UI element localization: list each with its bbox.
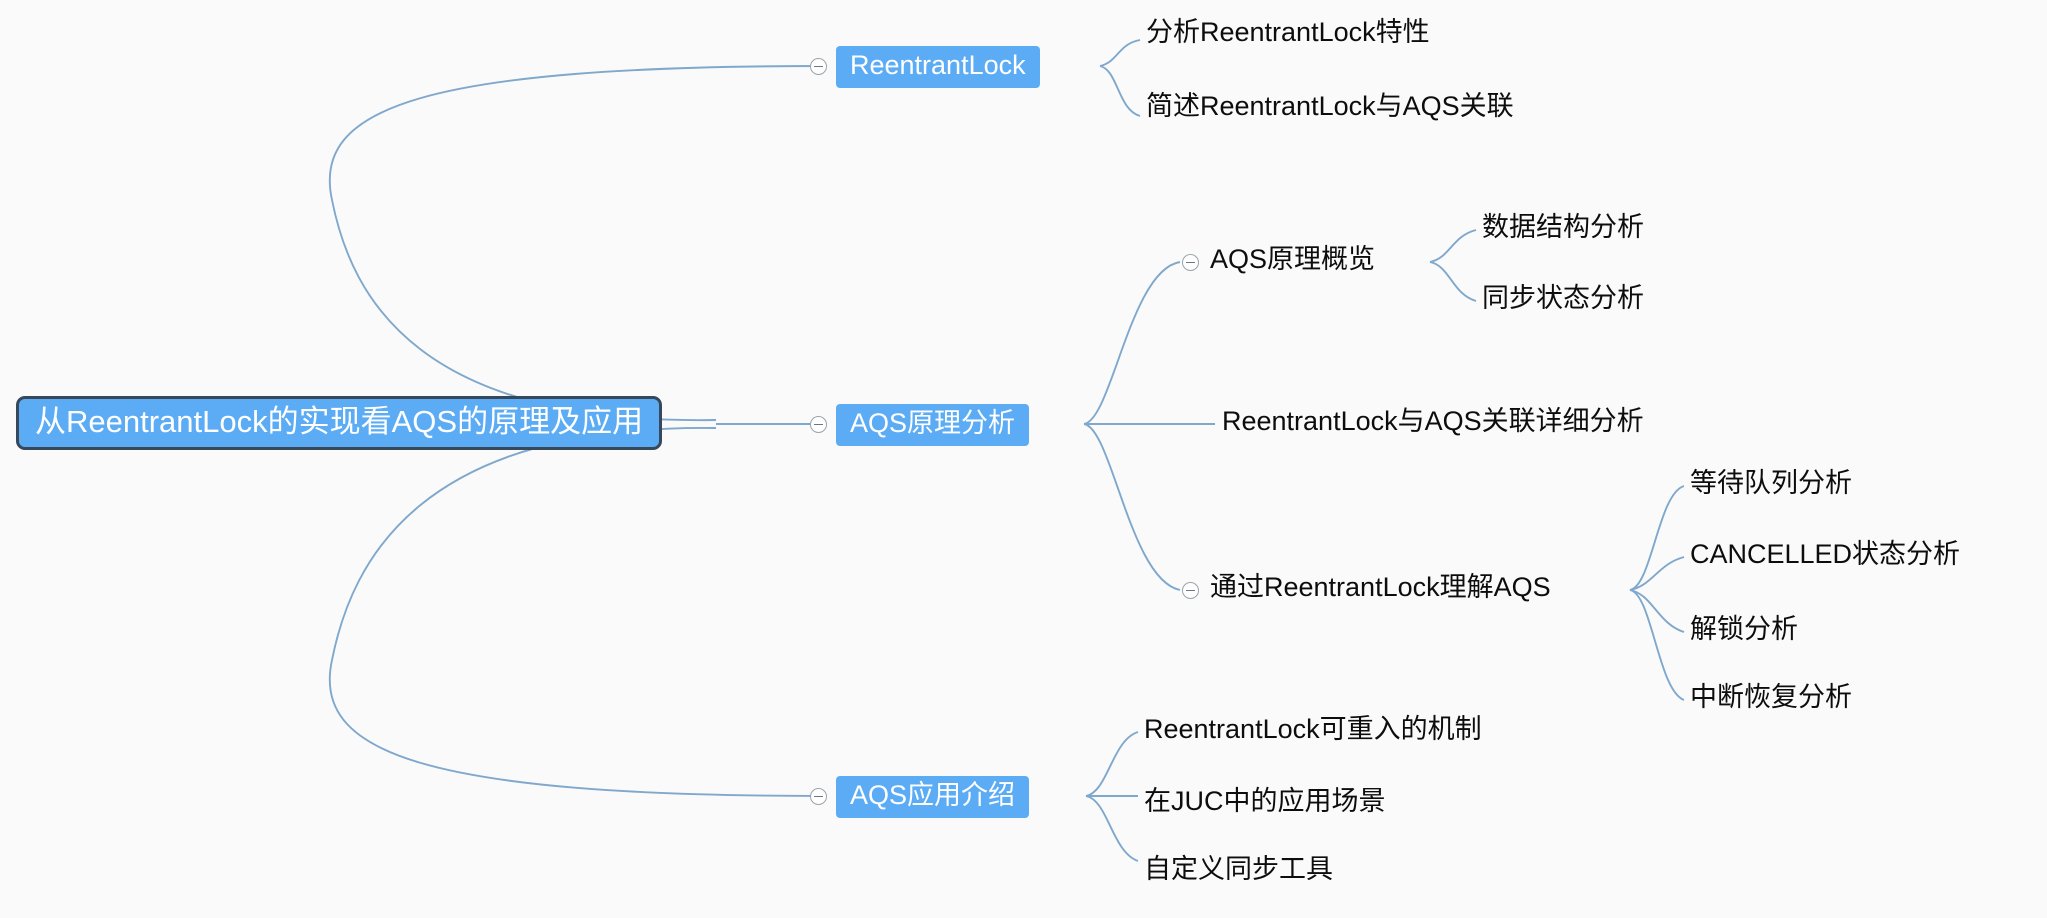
- leaf-custom-sync-tool[interactable]: 自定义同步工具: [1144, 856, 1333, 883]
- leaf-label: 数据结构分析: [1482, 212, 1644, 242]
- branch-node-aqs-principle-analysis[interactable]: AQS原理分析: [836, 404, 1030, 446]
- leaf-label: 等待队列分析: [1690, 468, 1852, 498]
- root-node-label: 从ReentrantLock的实现看AQS的原理及应用: [35, 404, 644, 439]
- edge-understand-to-c3: [1629, 589, 1685, 633]
- leaf-label: CANCELLED状态分析: [1690, 539, 1961, 569]
- leaf-interrupt-recovery-analysis[interactable]: 中断恢复分析: [1690, 684, 1852, 711]
- toggle-understand-aqs-via-reentrantlock[interactable]: [1182, 582, 1199, 599]
- toggle-reentrantlock[interactable]: [810, 58, 827, 75]
- leaf-cancelled-state-analysis[interactable]: CANCELLED状态分析: [1690, 541, 1960, 568]
- edge-overview-to-c2: [1429, 261, 1477, 302]
- leaf-juc-use-cases[interactable]: 在JUC中的应用场景: [1144, 788, 1386, 815]
- edge-overview-to-c1: [1429, 229, 1477, 263]
- edge-root-to-reentrantlock: [328, 65, 827, 421]
- leaf-label: 自定义同步工具: [1144, 854, 1333, 884]
- edge-aqsprinciple-to-overview: [1083, 261, 1181, 425]
- leaf-label: 简述ReentrantLock与AQS关联: [1146, 91, 1514, 121]
- edge-aqsapply-to-c3: [1085, 795, 1139, 862]
- toggle-aqs-application-intro[interactable]: [810, 788, 827, 805]
- branch-node-aqs-application-intro[interactable]: AQS应用介绍: [836, 776, 1030, 818]
- branch-node-reentrantlock[interactable]: ReentrantLock: [836, 46, 1040, 88]
- edge-reentrantlock-to-c1: [1099, 39, 1141, 67]
- leaf-analyze-reentrantlock-features[interactable]: 分析ReentrantLock特性: [1146, 19, 1430, 46]
- leaf-label: 在JUC中的应用场景: [1144, 786, 1386, 816]
- node-understand-aqs-via-reentrantlock[interactable]: 通过ReentrantLock理解AQS: [1210, 574, 1551, 601]
- edge-aqsapply-to-c1: [1085, 731, 1139, 797]
- branch-node-reentrantlock-label: ReentrantLock: [850, 50, 1026, 80]
- toggle-aqs-overview[interactable]: [1182, 254, 1199, 271]
- leaf-sync-state-analysis[interactable]: 同步状态分析: [1482, 285, 1644, 312]
- leaf-describe-reentrantlock-aqs-relation[interactable]: 简述ReentrantLock与AQS关联: [1146, 93, 1514, 120]
- branch-node-aqs-application-intro-label: AQS应用介绍: [850, 780, 1016, 810]
- node-aqs-overview[interactable]: AQS原理概览: [1210, 246, 1375, 273]
- leaf-label: ReentrantLock可重入的机制: [1144, 714, 1482, 744]
- edge-aqsprinciple-to-understand: [1083, 423, 1181, 591]
- leaf-label: 解锁分析: [1690, 614, 1798, 644]
- leaf-data-structure-analysis[interactable]: 数据结构分析: [1482, 214, 1644, 241]
- edge-understand-to-c1: [1629, 485, 1685, 591]
- edge-understand-to-c2: [1629, 556, 1685, 591]
- leaf-label: 同步状态分析: [1482, 283, 1644, 313]
- edge-understand-to-c4: [1629, 589, 1685, 701]
- leaf-unlock-analysis[interactable]: 解锁分析: [1690, 616, 1798, 643]
- edge-reentrantlock-to-c2: [1099, 65, 1141, 117]
- leaf-wait-queue-analysis[interactable]: 等待队列分析: [1690, 470, 1852, 497]
- node-understand-aqs-via-reentrantlock-label: 通过ReentrantLock理解AQS: [1210, 572, 1551, 602]
- branch-node-aqs-principle-analysis-label: AQS原理分析: [850, 408, 1016, 438]
- leaf-label: ReentrantLock与AQS关联详细分析: [1222, 406, 1644, 436]
- root-node[interactable]: 从ReentrantLock的实现看AQS的原理及应用: [16, 396, 663, 450]
- leaf-label: 中断恢复分析: [1690, 682, 1852, 712]
- leaf-reentrantlock-aqs-detailed-analysis[interactable]: ReentrantLock与AQS关联详细分析: [1222, 408, 1644, 435]
- leaf-label: 分析ReentrantLock特性: [1146, 17, 1430, 47]
- leaf-reentrantlock-reentrancy-mechanism[interactable]: ReentrantLock可重入的机制: [1144, 716, 1482, 743]
- node-aqs-overview-label: AQS原理概览: [1210, 244, 1376, 274]
- edge-root-to-aqs-apply: [328, 427, 827, 797]
- toggle-aqs-principle-analysis[interactable]: [810, 416, 827, 433]
